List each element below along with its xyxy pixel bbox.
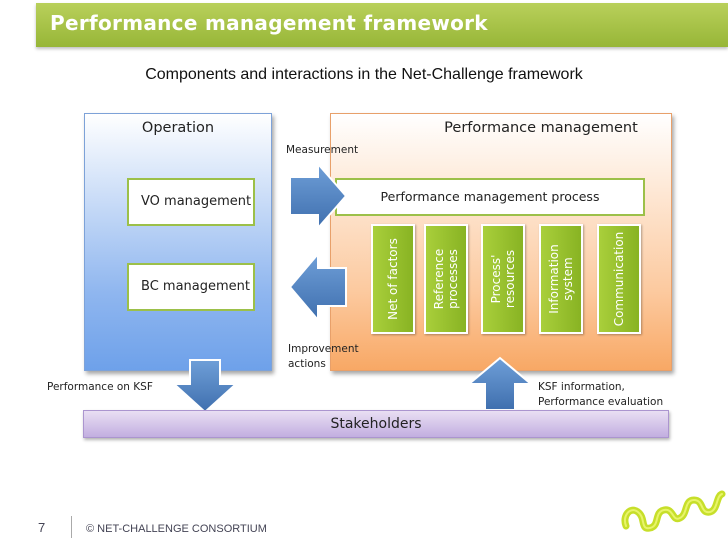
vo-management-box: VO management	[127, 178, 255, 226]
component-reference-processes: Reference processes	[424, 224, 468, 334]
operation-panel: Operation VO management BC management	[84, 113, 272, 371]
ksf-information-label: KSF information, Performance evaluation	[538, 380, 663, 410]
slide-title: Performance management framework	[50, 11, 488, 35]
measurement-label: Measurement	[286, 144, 359, 156]
component-label: Net of factors	[386, 238, 400, 320]
slide-subtitle: Components and interactions in the Net-C…	[145, 66, 583, 83]
component-label: Process'	[489, 254, 503, 304]
operation-title: Operation	[141, 120, 215, 136]
component-net-of-factors: Net of factors	[371, 224, 415, 334]
ksf-label-line1: KSF information,	[538, 381, 625, 393]
component-process-resources: Process' resources	[481, 224, 525, 334]
net-challenge-logo-icon	[621, 490, 726, 532]
component-label: system	[561, 257, 575, 301]
improvement-label-line2: actions	[288, 358, 326, 370]
performance-management-panel: Performance management Performance manag…	[330, 113, 672, 371]
component-label: resources	[503, 249, 517, 309]
ksf-label-line2: Performance evaluation	[538, 396, 664, 408]
component-label: Communication	[612, 231, 626, 327]
bc-management-box: BC management	[127, 263, 255, 311]
copyright-text: © NET-CHALLENGE CONSORTIUM	[86, 523, 267, 535]
stakeholders-bar: Stakeholders	[83, 410, 669, 438]
page-number: 7	[38, 520, 46, 535]
component-communication: Communication	[597, 224, 641, 334]
footer-divider	[71, 516, 72, 538]
component-label: Information	[547, 244, 561, 314]
component-information-system: Information system	[539, 224, 583, 334]
performance-management-title: Performance management	[444, 120, 638, 136]
title-bar: Performance management framework	[36, 3, 728, 47]
improvement-label-line1: Improvement	[288, 343, 359, 355]
performance-on-ksf-label: Performance on KSF	[47, 381, 153, 393]
component-label: processes	[446, 249, 460, 309]
improvement-label: Improvement actions	[288, 342, 359, 372]
performance-management-process-box: Performance management process	[335, 178, 645, 216]
component-label: Reference	[432, 248, 446, 310]
slide-header: Performance management framework	[0, 0, 728, 54]
